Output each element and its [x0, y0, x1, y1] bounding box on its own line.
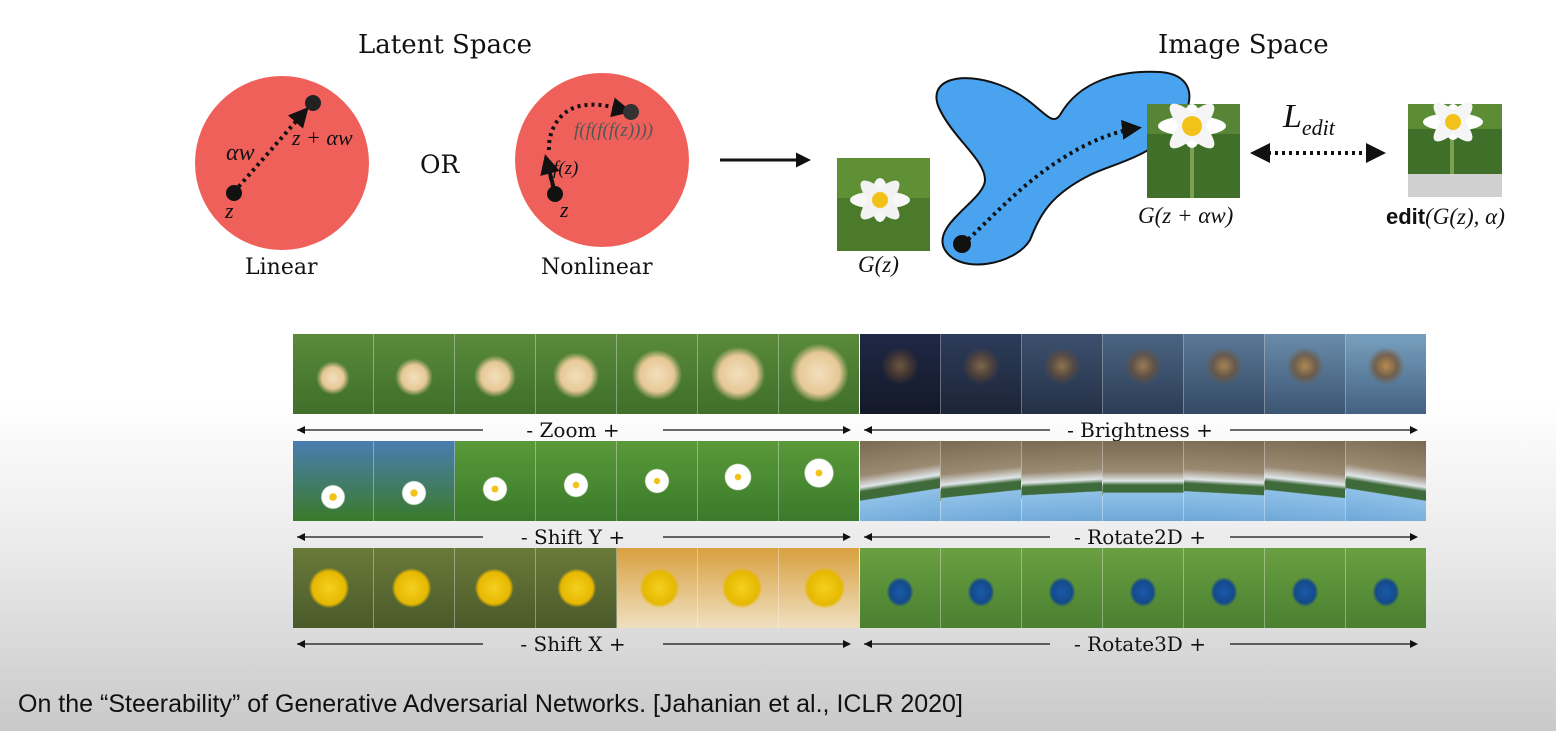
latent-space-title: Latent Space	[358, 30, 532, 60]
beach-frame	[1265, 441, 1346, 521]
dog-frame	[617, 334, 698, 414]
dome-frame	[941, 334, 1022, 414]
lemon-frame	[374, 548, 455, 628]
axis-arrow	[864, 533, 1418, 541]
daisy-frame	[779, 441, 859, 521]
flower-image-edit	[1408, 102, 1502, 197]
gz-label: G(z)	[858, 252, 899, 277]
dome-frame	[1103, 334, 1184, 414]
image-space-title: Image Space	[1158, 30, 1329, 60]
edit-function-label: edit(G(z), α)	[1386, 204, 1505, 229]
nonlinear-latent-circle	[515, 73, 689, 247]
image-strip-dog	[293, 334, 859, 414]
daisy-frame	[536, 441, 617, 521]
bird-frame	[941, 548, 1022, 628]
bird-frame	[860, 548, 941, 628]
axis-label-dome: - Brightness +	[1067, 418, 1213, 442]
beach-frame	[860, 441, 941, 521]
dome-frame	[1346, 334, 1426, 414]
daisy-frame	[455, 441, 536, 521]
dome-frame	[1184, 334, 1265, 414]
daisy-frame	[293, 441, 374, 521]
axis-label-bird: - Rotate3D +	[1074, 632, 1206, 656]
dome-frame	[860, 334, 941, 414]
axis-arrow	[864, 640, 1418, 648]
dog-frame	[698, 334, 779, 414]
beach-frame	[1346, 441, 1426, 521]
nonlinear-z-label: z	[560, 197, 569, 222]
lemon-frame	[617, 548, 698, 628]
image-strip-daisy	[293, 441, 859, 521]
bird-frame	[1265, 548, 1346, 628]
bird-frame	[1184, 548, 1265, 628]
beach-frame	[1184, 441, 1265, 521]
fz-label: f(z)	[553, 158, 579, 179]
lemon-frame	[536, 548, 617, 628]
image-strip-lemon	[293, 548, 859, 628]
image-strip-dome	[860, 334, 1426, 414]
ffff-label: f(f(f(f(z))))	[574, 120, 654, 141]
axis-arrow	[864, 426, 1418, 434]
lemon-frame	[779, 548, 859, 628]
axis-arrow	[297, 533, 851, 541]
dog-frame	[455, 334, 536, 414]
beach-frame	[941, 441, 1022, 521]
alpha-w-label: αw	[226, 140, 255, 166]
lemon-frame	[698, 548, 779, 628]
image-strip-bird	[860, 548, 1426, 628]
steerability-diagram	[195, 70, 1502, 266]
l-edit-label: Ledit	[1283, 98, 1335, 140]
or-label: OR	[420, 150, 460, 179]
linear-z-label: z	[225, 198, 234, 223]
lemon-frame	[293, 548, 374, 628]
z-plus-aw-label: z + αw	[292, 125, 353, 150]
daisy-frame	[698, 441, 779, 521]
dog-frame	[374, 334, 455, 414]
dome-frame	[1265, 334, 1346, 414]
axis-arrow	[297, 640, 851, 648]
axis-label-beach: - Rotate2D +	[1074, 525, 1206, 549]
daisy-frame	[374, 441, 455, 521]
dog-frame	[536, 334, 617, 414]
axis-label-lemon: - Shift X +	[520, 632, 626, 656]
bird-frame	[1022, 548, 1103, 628]
axis-arrow	[297, 426, 851, 434]
flower-image-gz-aw	[1147, 103, 1240, 198]
flower-image-gz	[837, 158, 930, 251]
nonlinear-label: Nonlinear	[541, 255, 653, 280]
bird-frame	[1103, 548, 1184, 628]
paper-caption: On the “Steerability” of Generative Adve…	[18, 690, 963, 718]
dog-frame	[293, 334, 374, 414]
gz-aw-label: G(z + αw)	[1138, 203, 1234, 228]
dome-frame	[1022, 334, 1103, 414]
axis-label-dog: - Zoom +	[526, 418, 620, 442]
linear-label: Linear	[245, 255, 318, 280]
bird-frame	[1346, 548, 1426, 628]
image-strip-beach	[860, 441, 1426, 521]
dog-frame	[779, 334, 859, 414]
linear-latent-circle	[195, 76, 369, 250]
beach-frame	[1022, 441, 1103, 521]
daisy-frame	[617, 441, 698, 521]
axis-label-daisy: - Shift Y +	[520, 525, 626, 549]
lemon-frame	[455, 548, 536, 628]
beach-frame	[1103, 441, 1184, 521]
